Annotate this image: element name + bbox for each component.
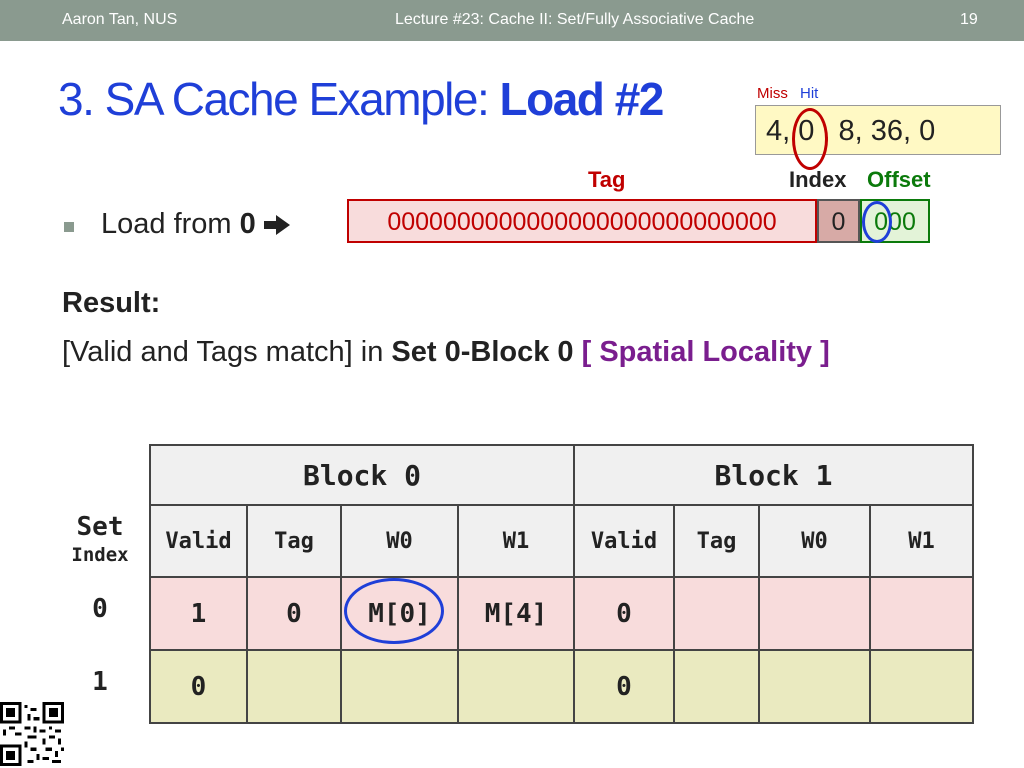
table-cell [673, 576, 760, 651]
lecture-title: Lecture #23: Cache II: Set/Fully Associa… [395, 11, 755, 28]
column-header: Tag [246, 504, 342, 578]
tag-label: Tag [588, 167, 626, 192]
table-cell [457, 649, 575, 724]
table-cell: M[4] [457, 576, 575, 651]
bullet-icon [64, 222, 74, 232]
author-label: Aaron Tan, NUS [62, 11, 178, 28]
column-header: Tag [673, 504, 760, 578]
column-header-row: Valid Tag W0 W1 Valid Tag W0 W1 [149, 504, 974, 578]
table-row: 0 0 [149, 649, 974, 724]
load-prefix: Load from [101, 208, 240, 240]
table-cell [869, 649, 974, 724]
address-offset-bits: 000 [860, 199, 930, 243]
slide-title: 3. SA Cache Example: Load #2 [58, 72, 665, 126]
block-0-header: Block 0 [149, 444, 575, 506]
result-prefix: [Valid and Tags match] in [62, 336, 392, 368]
set-index-header: Set Index [52, 512, 148, 566]
column-header: W0 [340, 504, 459, 578]
table-cell [869, 576, 974, 651]
set-index-1: 1 [92, 667, 108, 697]
address-tag-bits: 0000000000000000000000000000 [347, 199, 817, 243]
title-prefix: 3. SA Cache Example: [58, 73, 500, 125]
cache-table: Block 0 Block 1 Valid Tag W0 W1 Valid Ta… [149, 444, 974, 724]
table-cell: 0 [573, 576, 675, 651]
table-cell: 0 [573, 649, 675, 724]
table-cell: M[0] [340, 576, 459, 651]
table-cell [340, 649, 459, 724]
hit-label: Hit [800, 85, 819, 102]
table-cell: 1 [149, 576, 248, 651]
table-cell: 0 [149, 649, 248, 724]
column-header: Valid [149, 504, 248, 578]
offset-label: Offset [867, 167, 931, 192]
load-value: 0 [239, 208, 256, 240]
title-bold: Load #2 [499, 73, 665, 125]
column-header: W1 [457, 504, 575, 578]
locality-note: [ Spatial Locality ] [581, 336, 830, 368]
load-line: Load from 0 [101, 208, 292, 241]
slide-header: Aaron Tan, NUS Lecture #23: Cache II: Se… [0, 0, 1024, 41]
table-cell [246, 649, 342, 724]
qr-code-icon [0, 702, 64, 766]
column-header: W0 [758, 504, 871, 578]
block-1-header: Block 1 [573, 444, 974, 506]
miss-label: Miss [757, 85, 788, 102]
right-arrow-icon [263, 215, 290, 236]
block-header-row: Block 0 Block 1 [149, 444, 974, 506]
table-cell: 0 [246, 576, 342, 651]
access-sequence-box: 4, 0 , 8, 36, 0 [755, 105, 1001, 155]
table-cell [673, 649, 760, 724]
index-label: Index [789, 167, 847, 192]
table-row: 1 0 M[0] M[4] 0 [149, 576, 974, 651]
address-index-bits: 0 [817, 199, 860, 243]
set-label: Set [76, 512, 124, 542]
table-cell [758, 576, 871, 651]
column-header: W1 [869, 504, 974, 578]
result-label: Result: [62, 287, 161, 319]
access-sequence: 4, 0 , 8, 36, 0 [766, 115, 936, 147]
table-cell [758, 649, 871, 724]
result-location: Set 0-Block 0 [391, 336, 574, 368]
column-header: Valid [573, 504, 675, 578]
page-number: 19 [960, 11, 978, 28]
index-sublabel: Index [71, 544, 129, 566]
set-index-0: 0 [92, 594, 108, 624]
result-line: [Valid and Tags match] in Set 0-Block 0 … [62, 336, 830, 369]
